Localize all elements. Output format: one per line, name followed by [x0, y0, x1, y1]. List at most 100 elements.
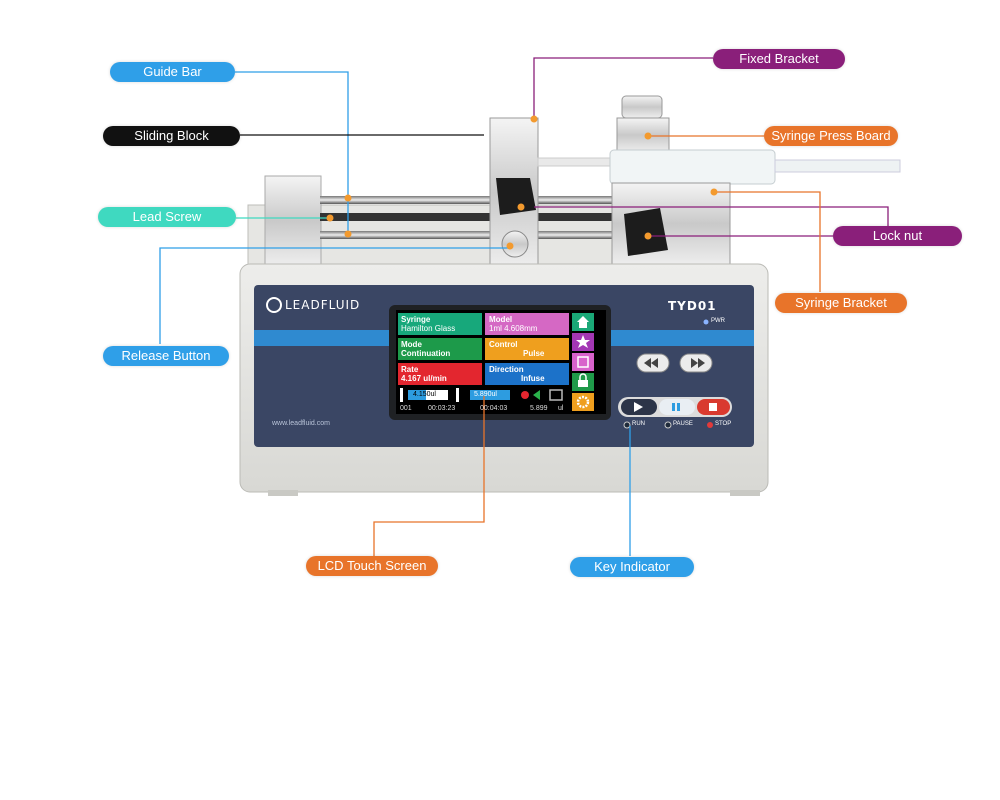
power-label: PWR: [711, 318, 725, 324]
lcd-side-button-5: [572, 393, 594, 411]
guide-bar-lower: [320, 231, 620, 239]
volume-bar-left: [408, 390, 448, 400]
fast-forward-icon: [691, 358, 698, 368]
callout-lead-screw: Lead Screw: [98, 207, 236, 227]
run-key-label: RUN: [632, 421, 645, 427]
leader-fixed-bracket: [533, 57, 713, 119]
lcd-status-elapsed: 00:03:23: [428, 405, 456, 412]
brand-logo-icon: [266, 297, 282, 313]
plunger-rod: [537, 157, 619, 167]
syringe-bar-icon-mid: [456, 388, 459, 402]
lcd-volume-left: 4.150ul: [413, 391, 436, 398]
fast-forward-icon-2: [698, 358, 705, 368]
dot-release-button: [506, 242, 514, 250]
lcd-rate-label: Rate: [401, 365, 419, 374]
foot-left: [268, 490, 298, 496]
callout-key-indicator: Key Indicator: [570, 557, 694, 577]
lcd-tile-model: [485, 313, 569, 335]
lcd-status-unit: ul: [558, 405, 564, 412]
lcd-tile-control: [485, 338, 569, 360]
dot-syringe-bracket: [710, 188, 718, 196]
dot-guide-bar: [344, 194, 352, 202]
lock-icon: [578, 380, 588, 387]
lcd-syringe-value: Hamilton Glass: [401, 324, 456, 333]
syringe-tip: [774, 159, 901, 173]
stop-indicator-led: [707, 422, 713, 428]
dot-guide-bar-lower: [344, 230, 352, 238]
lcd-mode-value: Continuation: [401, 349, 451, 358]
sliding-block-knob: [496, 178, 536, 215]
lcd-tile-syringe: [398, 313, 482, 335]
leader-syringe-bracket: [714, 191, 821, 292]
record-icon: [521, 391, 529, 399]
callout-lock-nut: Lock nut: [833, 226, 962, 246]
rewind-icon-2: [651, 358, 658, 368]
syringe-press-board: [616, 117, 670, 153]
pause-key-label: PAUSE: [673, 421, 693, 427]
bracket-icon: [549, 389, 563, 401]
chart-icon: [577, 356, 589, 368]
dot-lock-nut: [644, 232, 652, 240]
lcd-direction-label: Direction: [489, 365, 524, 374]
gear-icon: [576, 395, 590, 409]
leader-guide-bar: [235, 71, 349, 234]
arrow-left-icon: [533, 390, 540, 400]
lcd-direction-value: Infuse: [521, 374, 545, 383]
stop-icon: [709, 403, 717, 411]
play-icon: [634, 402, 643, 412]
home-icon-base: [579, 322, 587, 328]
dot-sliding-knob: [517, 203, 525, 211]
syringe-bar-icon-left: [400, 388, 403, 402]
lead-screw-rod: [320, 213, 620, 221]
callout-syringe-press-board: Syringe Press Board: [764, 126, 898, 146]
lcd-model-value: 1ml 4.608mm: [489, 324, 538, 333]
lock-nut: [624, 208, 668, 256]
lcd-rate-value: 4.167 ul/min: [401, 374, 447, 383]
model-name: TYD01: [668, 299, 717, 313]
stop-key-label: STOP: [715, 421, 732, 427]
lcd-side-button-3: [572, 353, 594, 371]
foot-right: [730, 490, 760, 496]
callout-syringe-bracket: Syringe Bracket: [775, 293, 907, 313]
callout-fixed-bracket: Fixed Bracket: [713, 49, 845, 69]
callout-release-button: Release Button: [103, 346, 229, 366]
lcd-volume-right: 5.890ul: [474, 391, 497, 398]
volume-bar-left-fill: [408, 390, 426, 400]
callout-sliding-block: Sliding Block: [103, 126, 240, 146]
star-icon: [576, 335, 590, 348]
website-label: www.leadfluid.com: [272, 420, 330, 427]
lcd-model-label: Model: [489, 315, 513, 324]
brand-name: LEADFLUID: [285, 298, 361, 312]
dot-lead-screw: [326, 214, 334, 222]
callout-guide-bar: Guide Bar: [110, 62, 235, 82]
rewind-icon: [644, 358, 651, 368]
pause-indicator-led: [664, 421, 672, 429]
guide-bar-upper: [320, 196, 620, 204]
leader-lock-nut: [534, 206, 889, 226]
run-indicator-led: [623, 421, 631, 429]
leader-lcd-touch-screen: [373, 396, 485, 556]
lock-icon-shackle: [579, 373, 587, 380]
leader-release-button: [159, 247, 508, 344]
pause-icon-bar-2: [677, 403, 680, 411]
power-indicator-led: [703, 319, 709, 325]
lcd-status-remaining: 00:04:03: [480, 405, 508, 412]
rear-end-block: [264, 175, 322, 267]
lcd-control-label: Control: [489, 340, 518, 349]
lcd-tile-rate: [398, 363, 482, 385]
syringe-barrel: [609, 149, 776, 185]
lcd-tile-mode: [398, 338, 482, 360]
syringe-press-board-knob: [621, 95, 663, 119]
lcd-status-volume: 5.899: [530, 405, 548, 412]
dot-fixed-bracket: [530, 115, 538, 123]
pause-icon-bar-1: [672, 403, 675, 411]
release-button-knob: [501, 230, 529, 258]
lcd-syringe-label: Syringe: [401, 315, 431, 324]
volume-bar-right: [470, 390, 510, 400]
dot-syringe-press-board: [644, 132, 652, 140]
home-icon: [577, 316, 589, 322]
lcd-control-value: Pulse: [523, 349, 545, 358]
callout-lcd-touch-screen: LCD Touch Screen: [306, 556, 438, 576]
lcd-tile-direction: [485, 363, 569, 385]
